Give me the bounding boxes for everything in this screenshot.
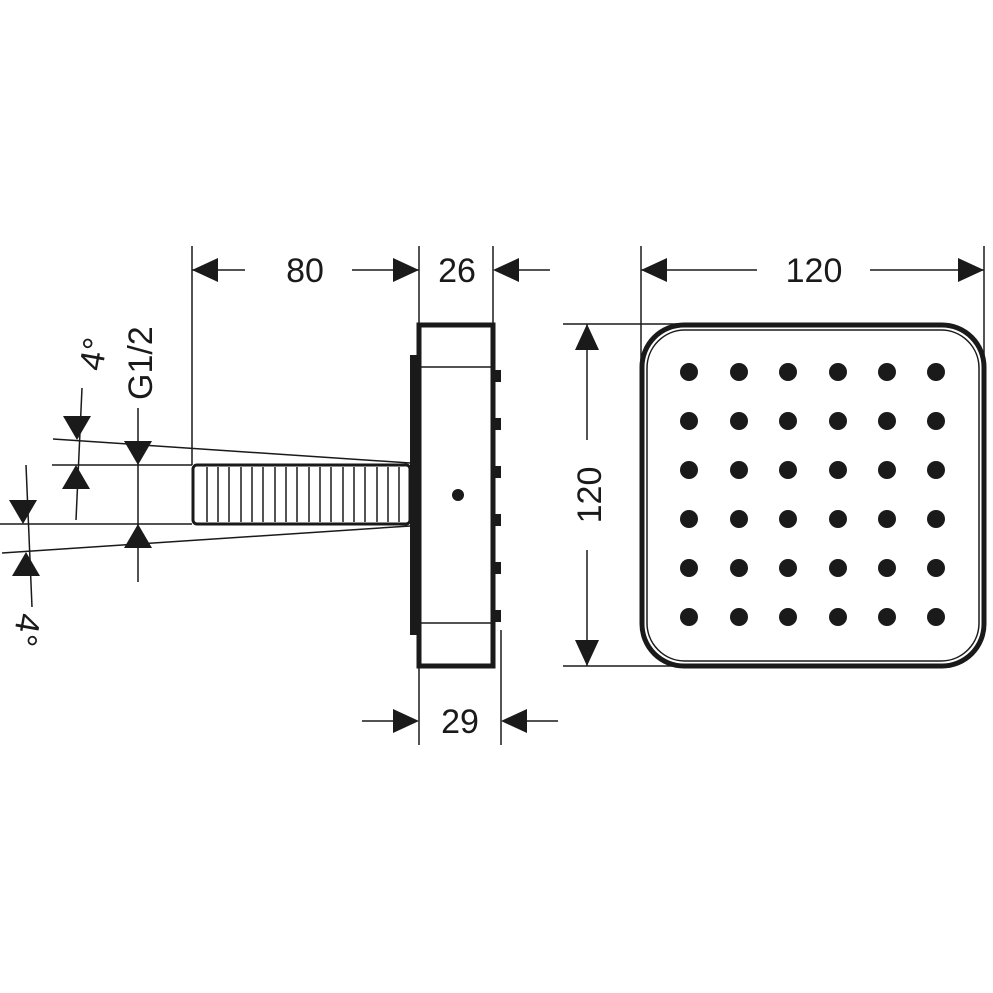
tilt-upper: 4° [72, 335, 115, 374]
wall-arm [191, 463, 412, 526]
dim-head-depth-top: 26 [438, 252, 476, 290]
mount-screw [452, 489, 464, 501]
dim-width: 120 [786, 252, 843, 290]
dim-height: 120 [571, 467, 609, 524]
nozzle-grid [680, 363, 945, 626]
dim-arm-length: 80 [286, 252, 324, 290]
dim-head-depth-bottom: 29 [441, 703, 479, 741]
side-view: 80 26 29 [0, 246, 558, 745]
front-view: 120 120 [563, 246, 987, 669]
thread-spec: G1/2 [122, 326, 160, 400]
tilt-lower: 4° [4, 611, 47, 650]
shower-head-front [639, 322, 987, 669]
